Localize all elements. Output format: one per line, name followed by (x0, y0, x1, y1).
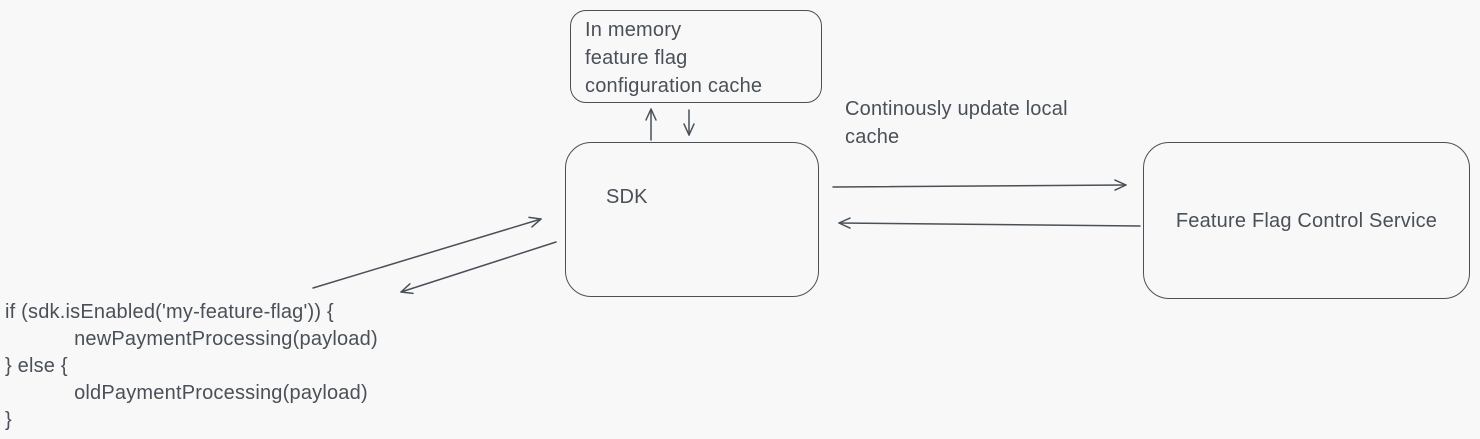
arrow-sdk-to-code (400, 241, 557, 295)
arrow-service-to-sdk (838, 217, 1141, 229)
cache-node (570, 10, 822, 103)
cache-node-label: In memory feature flag configuration cac… (585, 19, 763, 97)
code-snippet: if (sdk.isEnabled('my-feature-flag')) { … (5, 301, 378, 431)
service-node-label: Feature Flag Control Service (1175, 210, 1438, 232)
arrow-sdk-to-service (832, 179, 1127, 191)
sdk-node-label: SDK (606, 186, 648, 208)
service-node (1143, 142, 1470, 299)
sdk-node (565, 142, 819, 297)
arrow-code-to-sdk (312, 216, 542, 289)
update-cache-note: Continously update local cache (845, 98, 1068, 148)
